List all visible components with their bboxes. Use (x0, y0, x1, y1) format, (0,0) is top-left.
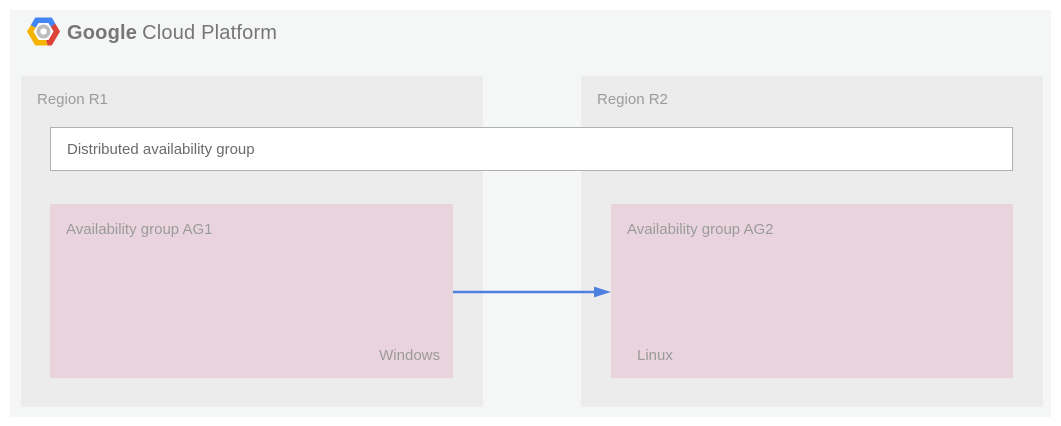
brand-primary-text: Google (67, 22, 138, 44)
region-r1-label: Region R1 (37, 91, 108, 108)
ag2-os-label-linux: Linux (637, 347, 673, 364)
replication-arrow-icon (453, 286, 611, 298)
availability-group-ag1-label: Availability group AG1 (66, 221, 213, 238)
ag1-os-label-windows: Windows (379, 347, 440, 364)
availability-group-ag2-box: Availability group AG2 Linux (611, 204, 1013, 378)
arrow-head (594, 286, 611, 298)
distributed-availability-group-label: Distributed availability group (67, 140, 255, 158)
availability-group-ag1-box: Availability group AG1 Windows (50, 204, 453, 378)
region-r2-label: Region R2 (597, 91, 668, 108)
logo-yellow-segment (27, 25, 48, 46)
availability-group-ag2-label: Availability group AG2 (627, 221, 774, 238)
google-cloud-platform-logo-icon (27, 17, 60, 46)
logo-red-segment (45, 23, 60, 46)
brand-secondary-text: Cloud Platform (142, 22, 278, 44)
logo-blue-segment (30, 17, 56, 28)
distributed-availability-group-box: Distributed availability group (50, 127, 1013, 171)
logo-gray-ring (36, 24, 51, 39)
